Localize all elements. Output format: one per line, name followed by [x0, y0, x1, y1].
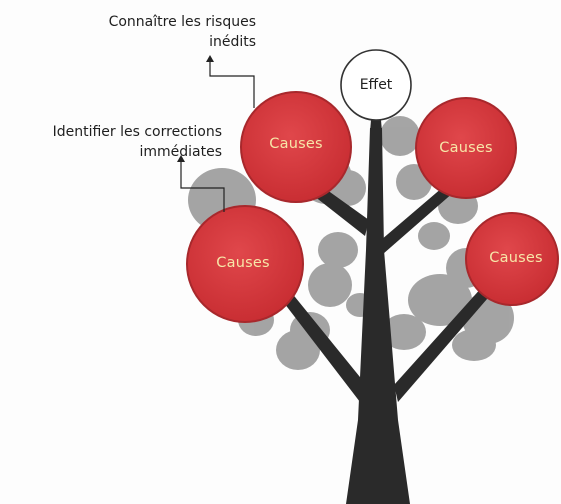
- annotation-corrections-line-1: Identifier les corrections: [52, 124, 222, 140]
- cause-label-top-left: Causes: [269, 136, 323, 152]
- annotation-connectors: [180, 60, 255, 212]
- annotation-corrections-line-2: immédiates: [139, 144, 222, 160]
- cause-label-lower-right: Causes: [489, 250, 543, 266]
- annotation-arrowheads: [177, 55, 214, 162]
- cause-circle-lower-left: [186, 205, 304, 323]
- effect-label: Effet: [359, 77, 393, 93]
- annotation-risks-line-1: Connaître les risques: [108, 14, 256, 30]
- annotation-corrections: Identifier les corrections immédiates: [4, 122, 222, 162]
- cause-circle-lower-right: [465, 212, 559, 306]
- effect-circle: [340, 49, 412, 121]
- cause-label-lower-left: Causes: [216, 255, 270, 271]
- cause-circle-top-left: [240, 91, 352, 203]
- cause-label-top-right: Causes: [439, 140, 493, 156]
- annotation-risks-line-2: inédits: [209, 34, 256, 50]
- annotation-risks: Connaître les risques inédits: [60, 12, 256, 52]
- cause-circle-top-right: [415, 97, 517, 199]
- cause-circles: [186, 91, 559, 323]
